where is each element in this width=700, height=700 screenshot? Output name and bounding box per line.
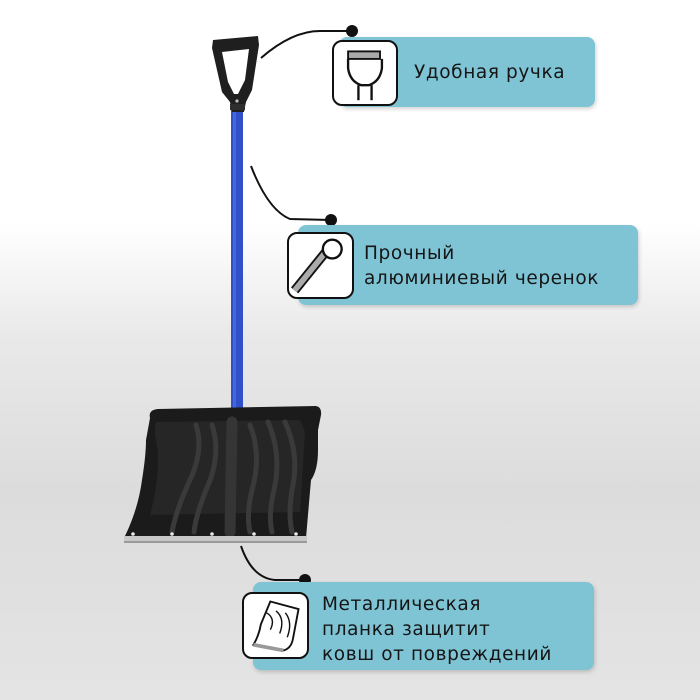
callout-handle-text: Удобная ручка [414,60,565,85]
metal-edge-strip [124,536,307,542]
shovel-shaft [231,104,243,414]
connector-shaft [250,165,332,221]
callout-handle: Удобная ручка [332,37,595,107]
callout-line: Прочный [364,243,455,264]
handle-icon [332,40,398,106]
callout-metal-edge: Металлическая планка защитит ковш от пов… [242,582,594,670]
callout-line: алюминиевый черенок [364,268,600,289]
callout-line: Металлическая [322,594,482,615]
callout-line: ковш от повреждений [322,644,553,665]
callout-line: планка защитит [322,619,491,640]
connector-edge [240,545,305,581]
shovel-handle [212,36,259,112]
metal-edge-icon [242,592,309,659]
callout-shaft: Прочный алюминиевый черенок [287,225,638,305]
callout-line: Удобная ручка [414,62,566,83]
shaft-icon [287,232,354,299]
callout-metal-edge-text: Металлическая планка защитит ковш от пов… [322,592,552,667]
shovel-blade [124,406,322,543]
callout-shaft-text: Прочный алюминиевый черенок [364,241,599,291]
